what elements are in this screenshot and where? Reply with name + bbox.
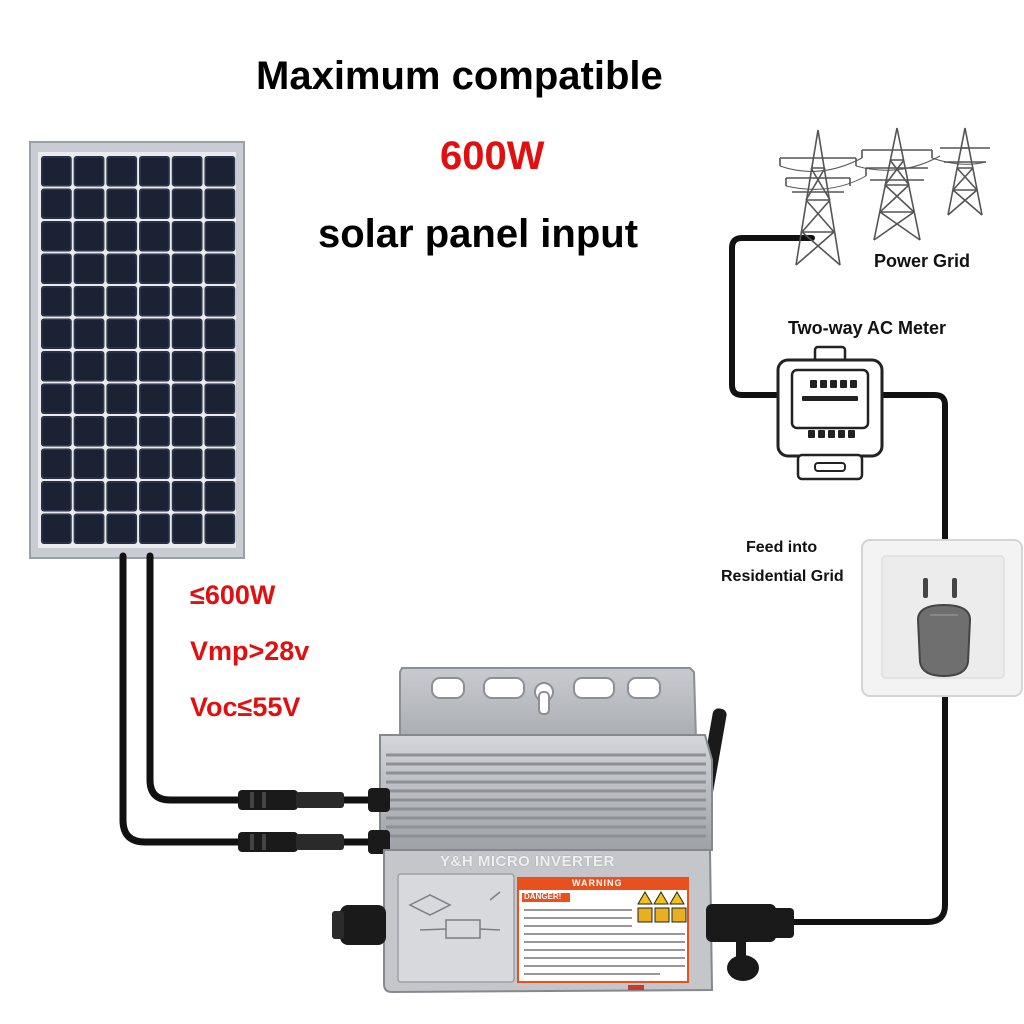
- spec-max-power: ≤600W: [190, 580, 276, 610]
- title-line-1: Maximum compatible: [256, 54, 663, 98]
- spec-voc: Voc≤55V: [190, 692, 301, 722]
- panel-cells: [40, 155, 236, 545]
- ac-cables: [729, 235, 948, 925]
- dc-cables: [119, 552, 388, 846]
- feed-label-line-2: Residential Grid: [721, 568, 844, 585]
- inverter-danger-label: DANGER!: [524, 892, 562, 901]
- dc-cable-negative: [119, 552, 244, 846]
- inverter-brand-label: Y&H MICRO INVERTER: [440, 853, 615, 870]
- title-line-3: solar panel input: [318, 212, 639, 256]
- outlet-to-inverter-cable: [787, 657, 948, 925]
- grid-to-meter-cable: [729, 235, 815, 398]
- solar-panel: [29, 141, 245, 559]
- title-line-2: 600W: [440, 134, 545, 178]
- inverter-warning-label: WARNING: [572, 878, 623, 888]
- micro-inverter: [332, 667, 794, 994]
- ac-meter: [776, 345, 884, 481]
- power-grid-label: Power Grid: [874, 251, 971, 271]
- wall-outlet: [861, 539, 1023, 697]
- mc4-connectors: [238, 790, 344, 852]
- power-grid-towers: [779, 127, 990, 266]
- meter-to-outlet-cable: [877, 392, 948, 548]
- feed-label-line-1: Feed into: [746, 539, 818, 556]
- ac-meter-label: Two-way AC Meter: [788, 318, 947, 338]
- spec-vmp: Vmp>28v: [190, 636, 310, 666]
- dc-cable-positive: [146, 552, 244, 804]
